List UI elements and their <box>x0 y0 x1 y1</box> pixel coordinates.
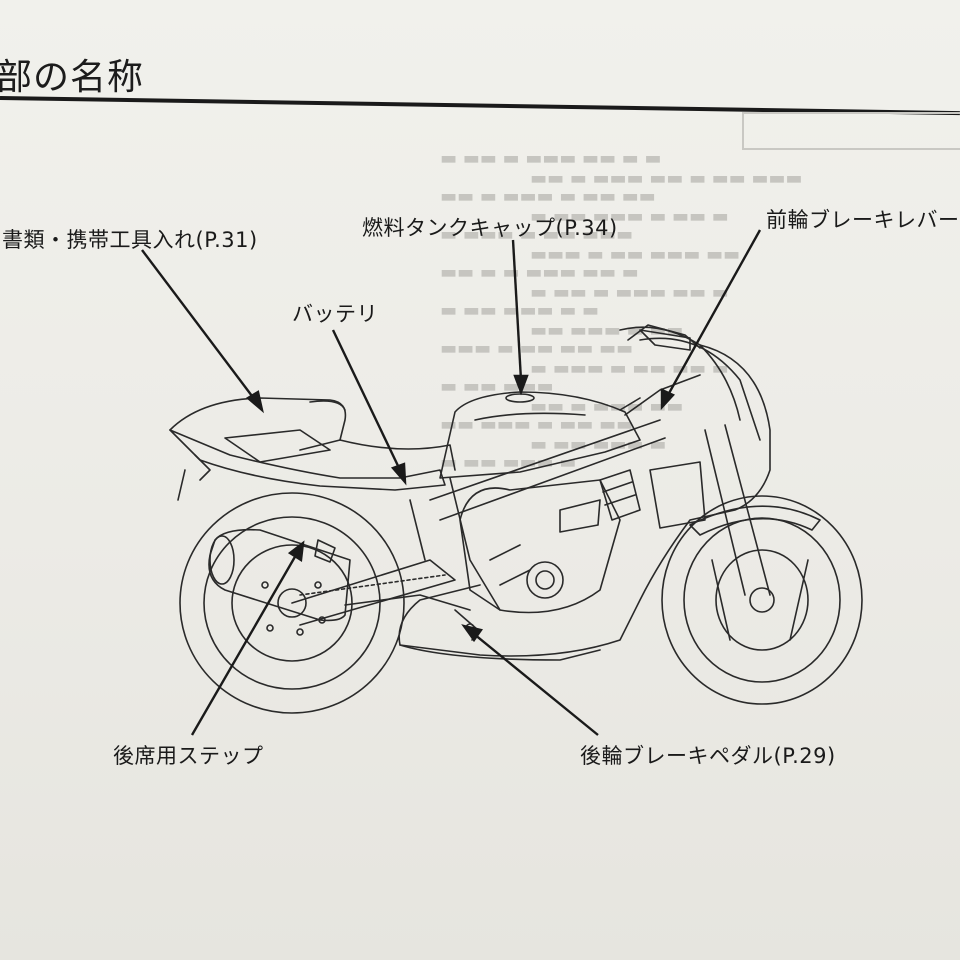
page-title: 部の名称 <box>0 57 145 98</box>
label-front-brake-lever: 前輪ブレーキレバー <box>766 208 960 232</box>
ghost-heading-box <box>742 112 960 150</box>
label-passenger-step: 後席用ステップ <box>113 744 264 768</box>
label-rear-brake-pedal: 後輪ブレーキペダル(P.29) <box>580 744 836 768</box>
label-battery: バッテリ <box>292 302 378 326</box>
rear-wheel <box>179 492 405 714</box>
label-documents-tool-box: 書類・携帯工具入れ(P.31) <box>2 228 258 252</box>
ghost-text-block: ▬ ▬▬ ▬ ▬▬▬ ▬▬ ▬ ▬▬▬ ▬ ▬▬▬ ▬ ▬▬ ▬▬▬ ▬▬▬ ▬… <box>440 148 662 473</box>
label-fuel-tank-cap: 燃料タンクキャップ(P.34) <box>362 216 618 240</box>
